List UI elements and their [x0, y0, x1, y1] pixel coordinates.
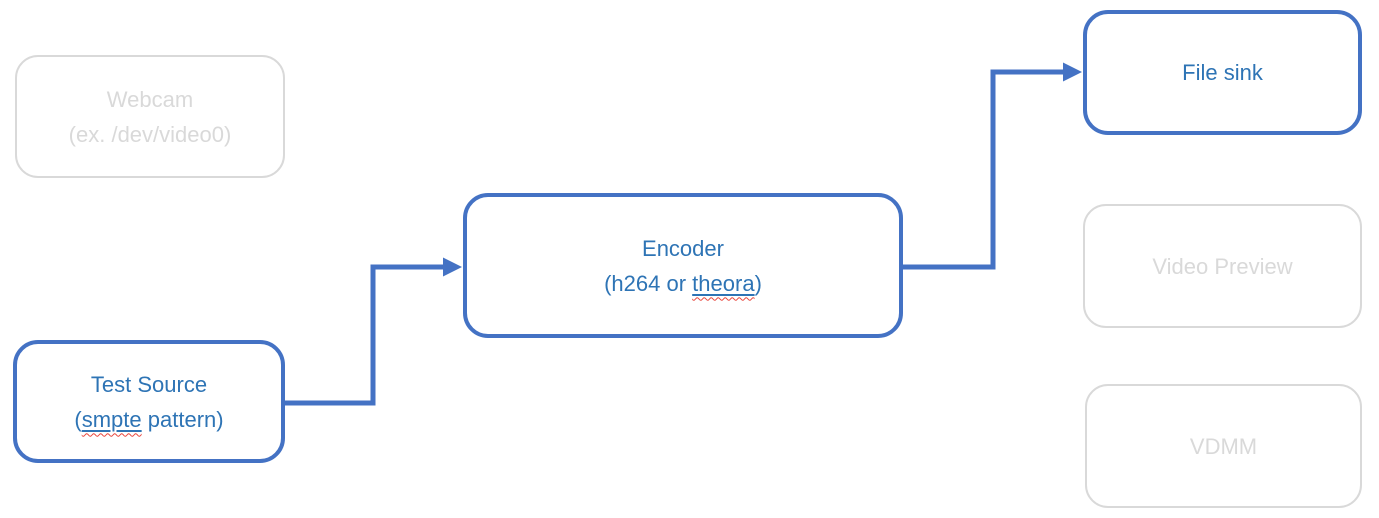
- node-test-source-line1: Test Source: [90, 371, 208, 397]
- node-encoder-line1: Encoder: [642, 235, 724, 261]
- node-webcam-line2: (ex. /dev/video0): [68, 121, 232, 147]
- node-webcam-line1: Webcam: [106, 86, 194, 112]
- node-video-preview-line1: Video Preview: [1152, 253, 1293, 279]
- arrowhead-icon: [1063, 62, 1082, 82]
- node-video-preview-label: Video Preview: [1085, 249, 1360, 284]
- arrowhead-icon: [443, 257, 462, 277]
- arrow-encoder-to-file-sink: [902, 62, 1082, 270]
- node-webcam-label: Webcam (ex. /dev/video0): [17, 82, 283, 152]
- node-encoder-label: Encoder (h264 or theora): [467, 231, 899, 301]
- node-file-sink-label: File sink: [1087, 55, 1358, 90]
- misspelled-word-theora: theora: [692, 270, 755, 296]
- node-vdmm: VDMM: [1085, 384, 1362, 508]
- node-test-source-label: Test Source (smpte pattern): [17, 367, 281, 437]
- node-file-sink-line1: File sink: [1182, 60, 1263, 85]
- node-test-source: Test Source (smpte pattern): [13, 340, 285, 463]
- node-encoder-line2: (h264 or theora): [604, 270, 762, 296]
- node-vdmm-line1: VDMM: [1189, 433, 1258, 459]
- misspelled-word-smpte: smpte: [81, 406, 142, 432]
- arrow-test-source-to-encoder: [284, 257, 462, 406]
- node-file-sink: File sink: [1083, 10, 1362, 135]
- node-webcam: Webcam (ex. /dev/video0): [15, 55, 285, 178]
- node-video-preview: Video Preview: [1083, 204, 1362, 328]
- node-test-source-line2: (smpte pattern): [74, 406, 224, 432]
- node-encoder: Encoder (h264 or theora): [463, 193, 903, 338]
- node-vdmm-label: VDMM: [1087, 429, 1360, 464]
